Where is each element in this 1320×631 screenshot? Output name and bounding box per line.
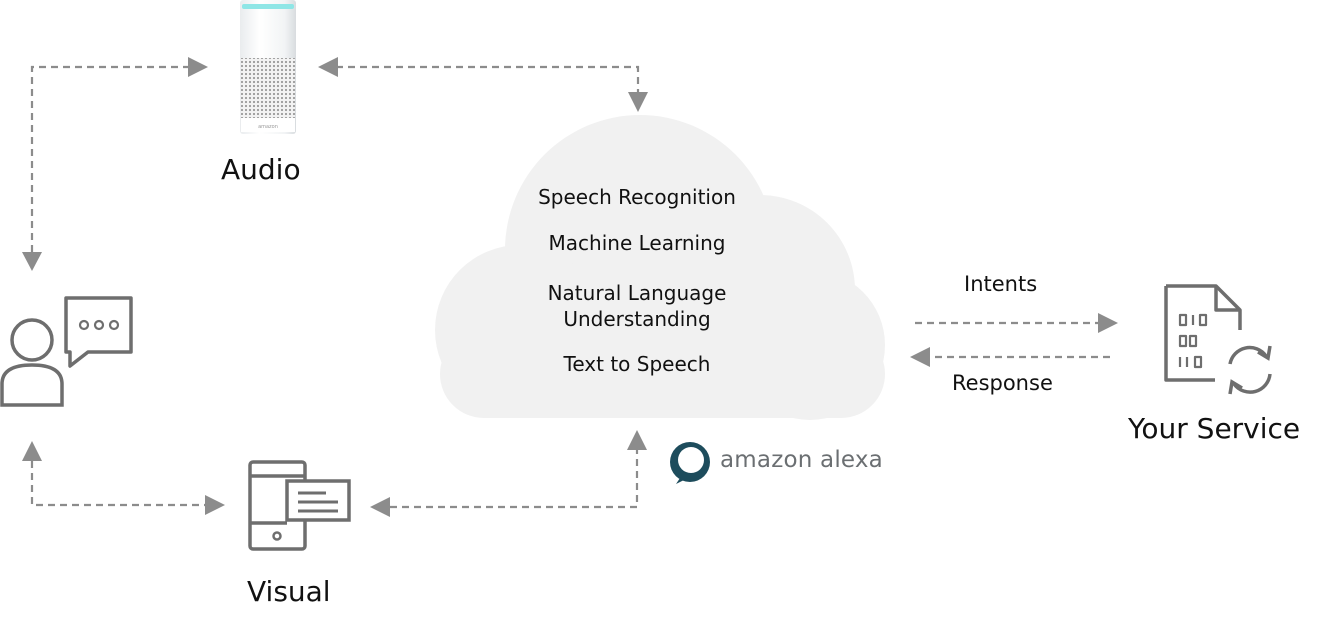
echo-speaker-icon: amazon [240,0,296,134]
alexa-logo-text: amazon alexa [720,447,883,473]
arrowhead-down [22,252,42,271]
cloud-text-to-speech: Text to Speech [563,352,711,376]
screen-card-icon [285,479,351,522]
connector-lines [30,65,1110,509]
alexa-cloud [435,115,885,420]
arrowhead-down [628,92,648,112]
cloud-nlu-line1: Natural Language [547,281,727,305]
document-icon [1164,284,1242,382]
sync-icon [1228,345,1272,395]
alexa-ring-icon [670,442,710,484]
arrowhead-left [370,497,390,517]
arrowhead-left [318,57,338,77]
speech-bubble-icon [64,296,133,368]
user-visual-connector [30,461,208,507]
cloud-speech-recognition: Speech Recognition [538,185,736,209]
audio-cloud-connector [336,65,640,92]
response-label: Response [952,371,1053,395]
arrowhead-right [188,57,208,77]
user-audio-connector [30,65,192,252]
visual-label: Visual [247,575,331,608]
audio-label: Audio [221,153,301,186]
arrowhead-left [910,347,930,367]
your-service-label: Your Service [1128,412,1301,445]
cloud-nlu-line2: Understanding [563,307,711,331]
echo-device-label: amazon [258,124,278,130]
visual-cloud-connector [390,448,639,509]
arrow-heads [22,57,1118,517]
arrowhead-right [205,495,225,515]
arrowhead-up [627,430,647,450]
arrowhead-right [1098,313,1118,333]
cloud-machine-learning: Machine Learning [548,231,726,255]
arrowhead-up [22,441,42,461]
user-icon [0,318,64,407]
intents-label: Intents [964,272,1038,296]
